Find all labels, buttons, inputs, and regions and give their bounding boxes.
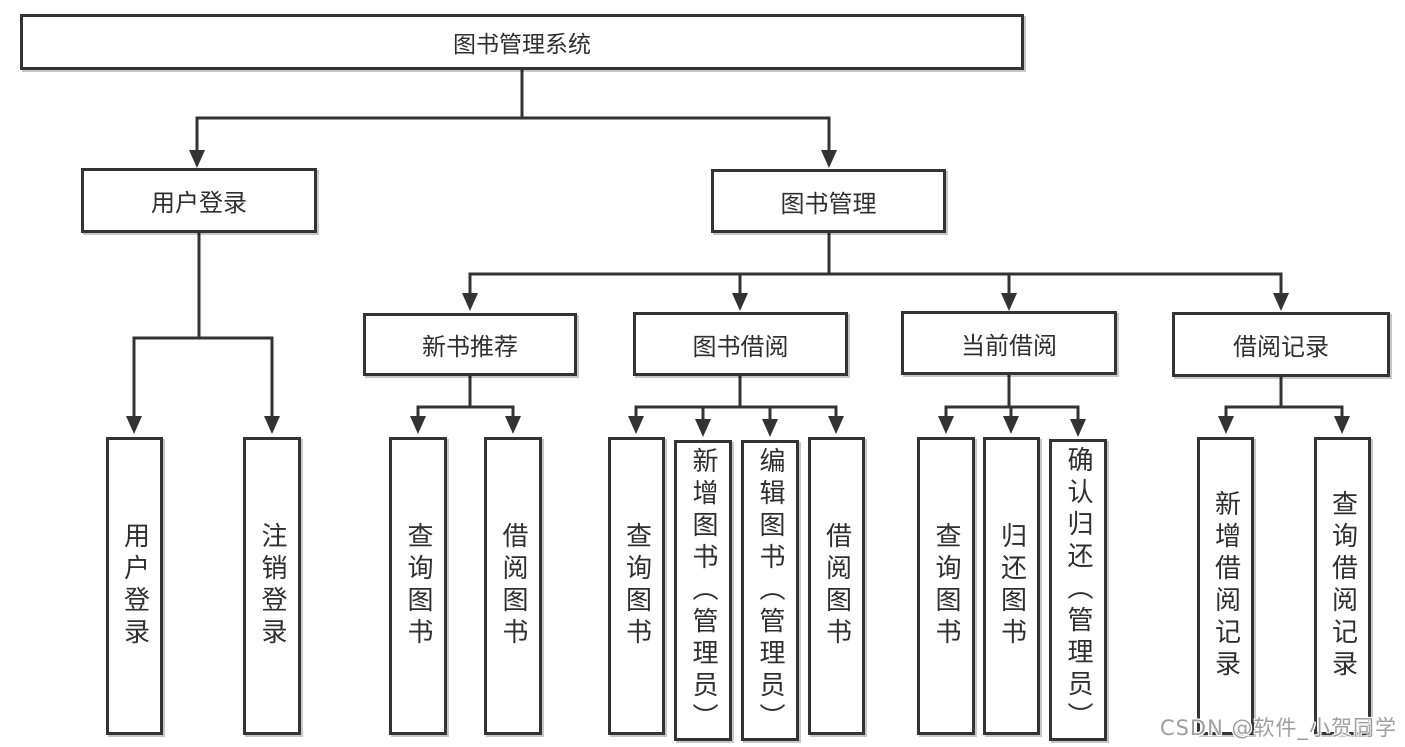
node-label: 查询图书	[621, 522, 652, 650]
node-label: 新增图书（管理员）	[688, 446, 718, 735]
leaf-add-book-admin: 新增图书（管理员）	[674, 440, 732, 741]
leaf-return-books: 归还图书	[983, 437, 1040, 735]
leaf-user-login: 用户登录	[106, 437, 163, 735]
leaf-logout: 注销登录	[243, 437, 301, 735]
node-new-book-recommendation: 新书推荐	[363, 313, 577, 376]
node-book-borrowing: 图书借阅	[633, 312, 848, 376]
node-label: 当前借阅	[961, 331, 1057, 360]
connector-user-login-to-leaves	[132, 231, 274, 422]
leaf-add-borrow-record: 新增借阅记录	[1197, 437, 1254, 735]
node-label: 新书推荐	[422, 333, 518, 361]
node-current-borrowing: 当前借阅	[901, 311, 1117, 375]
connector-book-management-to-level3	[468, 231, 1283, 298]
connector-current-borrowing-to-leaves	[944, 373, 1080, 424]
leaf-borrow-books-2: 借阅图书	[808, 437, 865, 735]
node-label: 借阅图书	[498, 522, 528, 650]
node-user-login: 用户登录	[81, 168, 317, 233]
node-label: 图书管理系统	[453, 32, 591, 58]
leaf-query-borrow-record: 查询借阅记录	[1314, 437, 1371, 735]
leaf-query-books-3: 查询图书	[917, 437, 975, 735]
node-label: 用户登录	[119, 522, 150, 650]
connector-root-to-level2	[195, 68, 831, 154]
leaf-query-books-1: 查询图书	[389, 437, 447, 735]
node-label: 新增借阅记录	[1210, 490, 1241, 682]
node-label: 注销登录	[257, 522, 287, 650]
connector-borrowing-records-to-leaves	[1224, 375, 1344, 422]
leaf-borrow-books-1: 借阅图书	[484, 437, 542, 735]
node-label: 用户登录	[151, 189, 247, 217]
node-label: 查询图书	[403, 522, 433, 650]
node-borrowing-records: 借阅记录	[1172, 312, 1390, 377]
node-label: 借阅记录	[1233, 333, 1329, 361]
connector-new-book-recommendation-to-leaves	[416, 374, 515, 422]
leaf-query-books-2: 查询图书	[608, 437, 665, 735]
leaf-confirm-return-admin: 确认归还（管理员）	[1049, 439, 1107, 741]
node-label: 编辑图书（管理员）	[755, 446, 785, 735]
leaf-edit-book-admin: 编辑图书（管理员）	[741, 440, 799, 741]
connector-book-borrowing-to-leaves	[634, 374, 838, 424]
node-label: 确认归还（管理员）	[1063, 446, 1093, 734]
node-library-management-system: 图书管理系统	[20, 14, 1024, 70]
node-label: 归还图书	[996, 522, 1027, 650]
node-label: 查询借阅记录	[1327, 490, 1358, 682]
node-label: 借阅图书	[821, 522, 852, 650]
node-label: 查询图书	[931, 522, 961, 650]
node-book-management: 图书管理	[711, 169, 946, 233]
node-label: 图书借阅	[692, 332, 789, 361]
csdn-watermark: CSDN @软件_小贺同学	[1159, 716, 1397, 740]
node-label: 图书管理	[780, 189, 877, 218]
